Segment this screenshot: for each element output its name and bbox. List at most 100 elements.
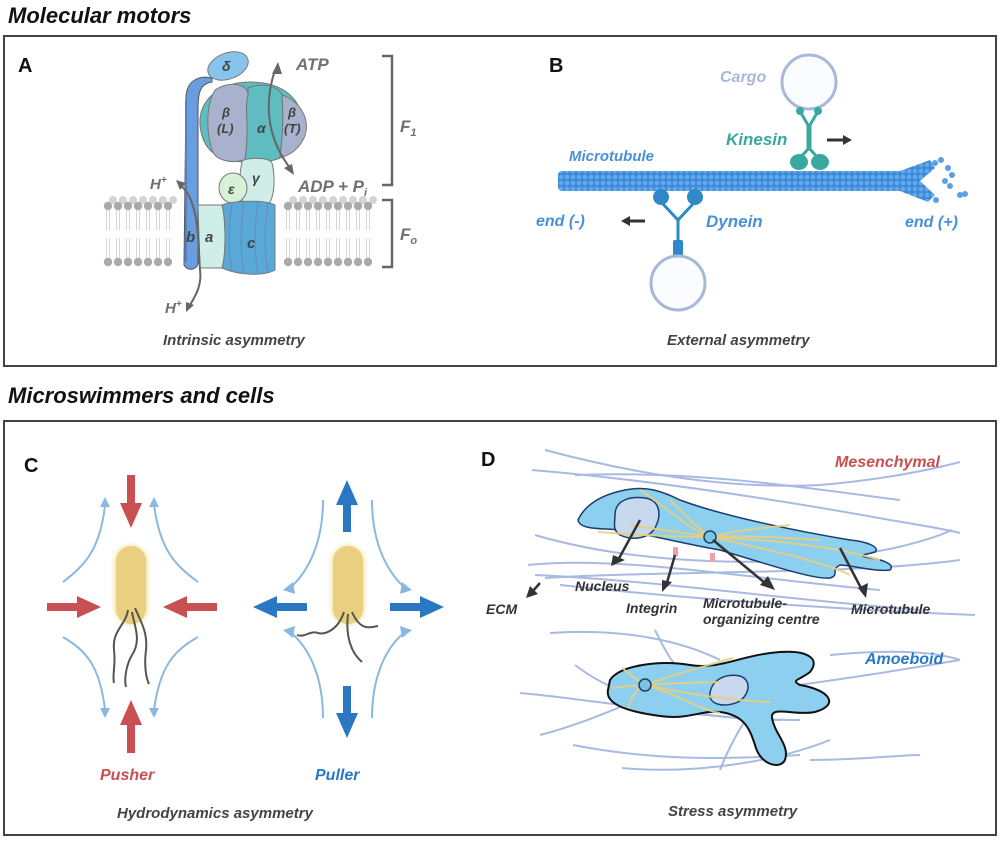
- proton-flow-arrow: [179, 184, 202, 306]
- label-h-top: H+: [150, 175, 167, 193]
- label-mtoc-line2: organizing centre: [703, 611, 820, 627]
- pusher-swimmer: [47, 475, 217, 753]
- lipid-head: [283, 201, 293, 211]
- amoeboid-cell-body: [606, 650, 830, 766]
- lipid-head: [313, 201, 323, 211]
- proton-arrowhead-top: [176, 180, 186, 190]
- lipid-tail: [106, 210, 110, 230]
- cargo-vesicle-bottom: [649, 254, 707, 312]
- label-pusher: Pusher: [100, 767, 155, 784]
- integrin-marker-1: [673, 547, 678, 556]
- lipid-tail: [136, 238, 140, 258]
- fo-bracket: [382, 198, 394, 269]
- label-microtubule: Microtubule: [569, 148, 654, 165]
- label-nucleus: Nucleus: [575, 578, 630, 594]
- lipid-head: [369, 196, 377, 204]
- lipid-head: [299, 196, 307, 204]
- section-title-molecular-motors: Molecular motors: [8, 3, 192, 28]
- label-atp: ATP: [295, 55, 329, 74]
- lipid-tail: [326, 210, 330, 230]
- label-mtoc-line1: Microtubule-: [703, 595, 787, 611]
- subunit-beta-t: [279, 94, 307, 159]
- lipid-head: [283, 257, 293, 267]
- mesenchymal-microtubules: [597, 489, 881, 576]
- lipid-tail: [316, 210, 320, 230]
- lipid-head: [333, 201, 343, 211]
- label-epsilon: ε: [228, 181, 235, 197]
- lipid-bilayer: [103, 196, 377, 267]
- lipid-head: [323, 257, 333, 267]
- lipid-tail: [306, 210, 310, 230]
- label-amoeboid: Amoeboid: [864, 651, 944, 668]
- label-beta-l: β: [221, 105, 230, 120]
- lipid-tail: [346, 210, 350, 230]
- subunit-b-stalk: [183, 76, 213, 270]
- lipid-head: [153, 257, 163, 267]
- lipid-tail: [306, 238, 310, 258]
- lipid-head: [103, 257, 113, 267]
- lipid-tail: [336, 210, 340, 230]
- lipid-tail: [296, 210, 300, 230]
- lipid-tail: [156, 238, 160, 258]
- lipid-tail: [146, 238, 150, 258]
- lipid-head: [303, 201, 313, 211]
- dynein-motor: [653, 189, 703, 258]
- cargo-vesicle-top: [780, 53, 838, 111]
- panel-letter-c: C: [24, 455, 39, 477]
- lipid-head: [309, 196, 317, 204]
- lipid-tail: [116, 238, 120, 258]
- caption-b: External asymmetry: [667, 332, 810, 349]
- label-c: c: [247, 235, 256, 252]
- lipid-head: [359, 196, 367, 204]
- pusher-flow-arrowheads: [100, 497, 159, 718]
- lipid-tail: [126, 238, 130, 258]
- lipid-head: [133, 201, 143, 211]
- caption-c: Hydrodynamics asymmetry: [117, 805, 313, 822]
- lipid-head: [169, 196, 177, 204]
- lipid-tail: [146, 210, 150, 230]
- label-h-bottom: H+: [165, 299, 182, 317]
- pusher-bacterium-body: [116, 546, 146, 624]
- lipid-head: [113, 257, 123, 267]
- lipid-tail: [286, 238, 290, 258]
- lipid-head: [343, 257, 353, 267]
- pusher-flagella: [112, 607, 150, 688]
- lipid-head: [303, 257, 313, 267]
- puller-flagella: [296, 611, 379, 663]
- lipid-tail: [326, 238, 330, 258]
- lipid-head: [113, 201, 123, 211]
- label-b: b: [186, 229, 195, 246]
- panel-letter-d: D: [481, 449, 496, 471]
- lipid-tail: [286, 210, 290, 230]
- adp-arrowhead: [284, 164, 294, 175]
- label-gamma: γ: [252, 170, 261, 186]
- label-a: a: [205, 229, 213, 246]
- lipid-head: [103, 201, 113, 211]
- label-fo: Fo: [400, 225, 417, 247]
- integrin-marker-2: [710, 553, 715, 562]
- lipid-head: [153, 201, 163, 211]
- pusher-force-arrows: [47, 475, 217, 753]
- mesenchymal-nucleus: [613, 496, 660, 539]
- f1-bracket: [382, 54, 394, 187]
- lipid-tail: [356, 210, 360, 230]
- lipid-tail: [166, 210, 170, 230]
- proton-arrowhead-bottom: [186, 302, 194, 312]
- lipid-tail: [156, 210, 160, 230]
- caption-d: Stress asymmetry: [668, 803, 798, 820]
- lipid-head: [289, 196, 297, 204]
- lipid-tail: [366, 238, 370, 258]
- subunit-c-ring: [221, 200, 276, 275]
- label-cargo: Cargo: [720, 69, 766, 86]
- lipid-head: [363, 201, 373, 211]
- label-delta: δ: [222, 58, 231, 74]
- puller-swimmer: [253, 480, 444, 738]
- label-kinesin: Kinesin: [726, 130, 787, 149]
- lipid-head: [123, 201, 133, 211]
- label-alpha: α: [257, 120, 267, 136]
- label-beta-l-sub: (L): [217, 121, 234, 136]
- lipid-head: [353, 257, 363, 267]
- atp-arrowhead: [272, 62, 282, 74]
